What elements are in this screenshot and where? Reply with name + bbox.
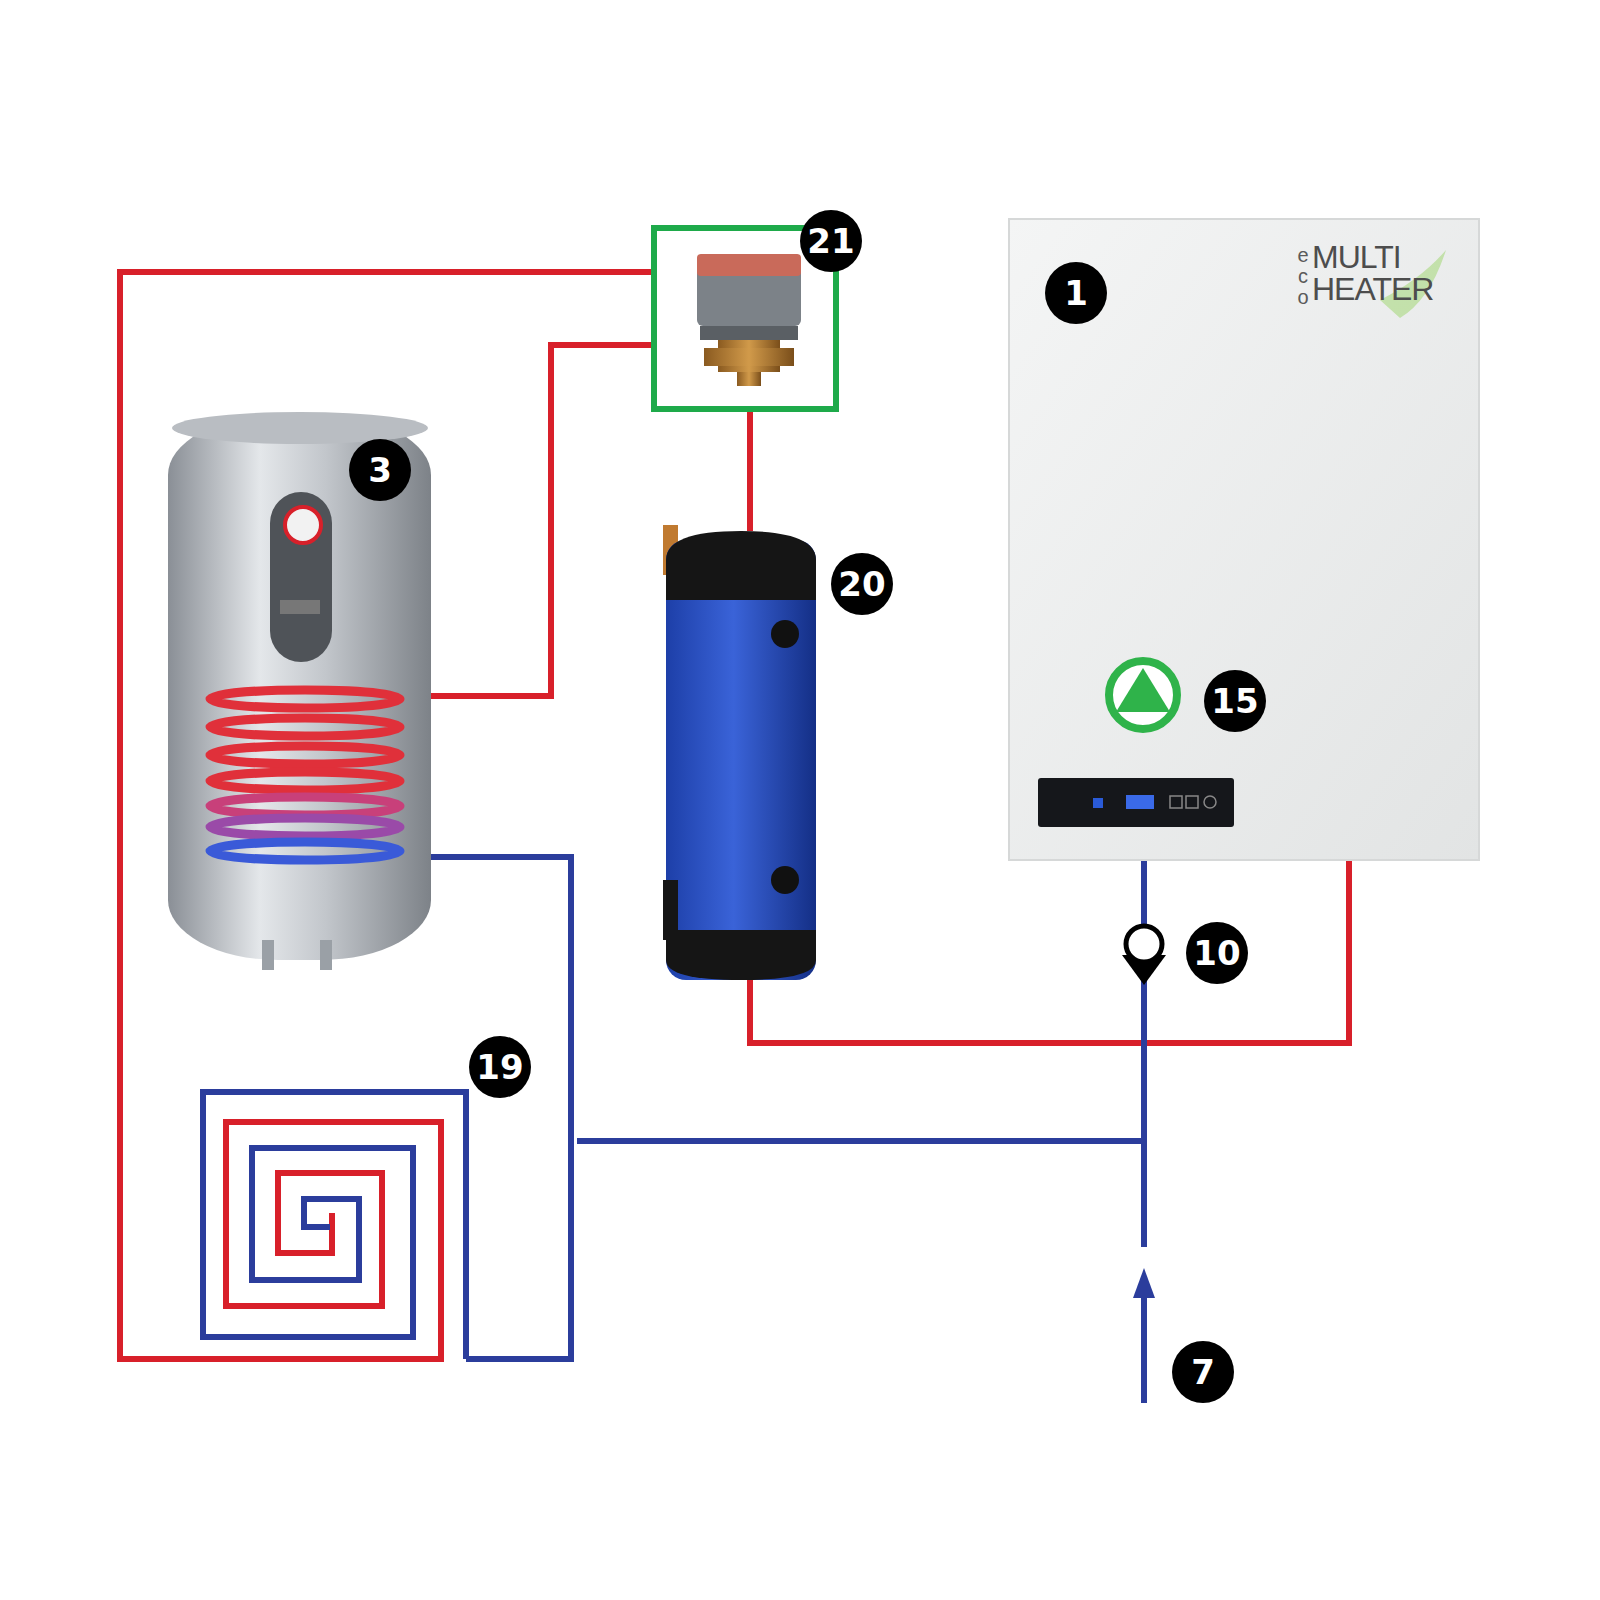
- callout-text: 7: [1191, 1352, 1215, 1392]
- check-valve: [1122, 926, 1166, 985]
- callout-text: 3: [368, 450, 392, 490]
- water-cylinder: [168, 412, 431, 970]
- callout-number: 19: [469, 1036, 531, 1098]
- callout-number: 15: [1204, 670, 1266, 732]
- callout-number: 10: [1186, 922, 1248, 984]
- floor-heating: [120, 1092, 466, 1359]
- callout-text: 1: [1064, 273, 1088, 313]
- callout-number: 7: [1172, 1341, 1234, 1403]
- callout-text: 20: [838, 564, 885, 604]
- callout-text: 19: [476, 1047, 523, 1087]
- buffer-tank: [663, 525, 816, 980]
- callout-text: 15: [1211, 681, 1258, 721]
- callout-number: 21: [800, 210, 862, 272]
- callout-text: 10: [1193, 933, 1240, 973]
- logo-brand: MULTI HEATER: [1312, 241, 1433, 305]
- callout-number: 3: [349, 439, 411, 501]
- boiler: [1009, 219, 1479, 860]
- logo-eco: eco: [1293, 245, 1313, 308]
- flow-arrow: [1133, 1268, 1155, 1298]
- callout-number: 20: [831, 553, 893, 615]
- callout-number: 1: [1045, 262, 1107, 324]
- callout-text: 21: [807, 221, 854, 261]
